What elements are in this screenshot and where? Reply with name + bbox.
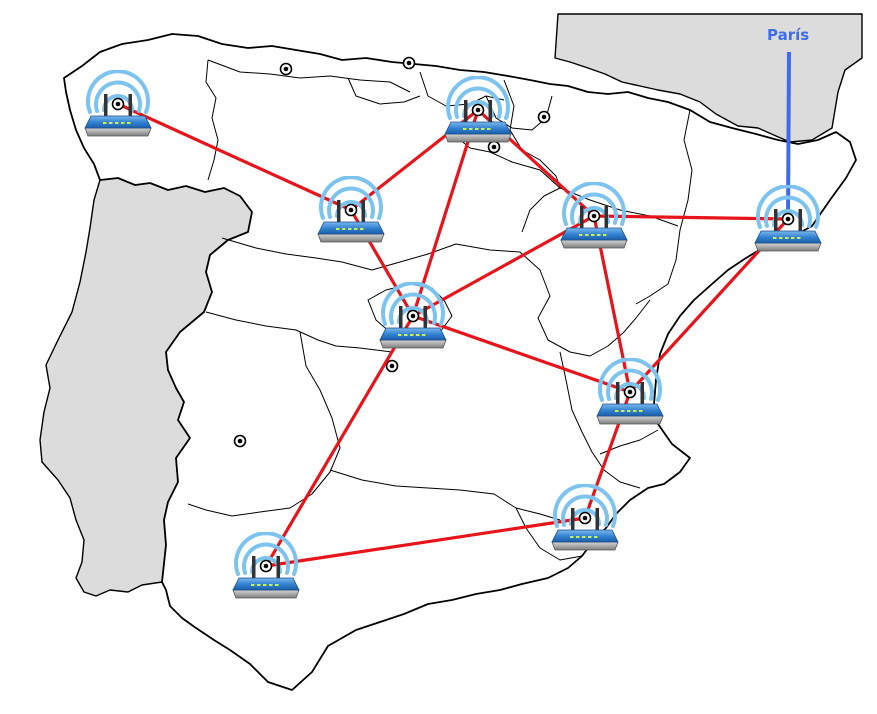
city-dot-icon: [537, 110, 551, 124]
link-aragon-cataluna: [592, 214, 790, 221]
link-murcia-andalucia: [264, 516, 587, 568]
router-node-aragon: [559, 182, 629, 250]
external-link-label: París: [767, 26, 809, 44]
city-markers: [233, 56, 551, 448]
link-galicia-castilla-leon: [116, 102, 353, 212]
city-dot-center: [627, 389, 633, 395]
router-node-pais-vasco: [443, 76, 513, 144]
city-dot-icon: [487, 140, 501, 154]
city-dot-center: [115, 101, 121, 107]
city-dot-center: [410, 313, 416, 319]
link-pais-vasco-madrid: [411, 108, 480, 318]
city-dot-icon: [385, 359, 399, 373]
city-dot-icon: [279, 62, 293, 76]
router-node-andalucia: [231, 532, 301, 600]
router-node-castilla-leon: [316, 176, 386, 244]
external-link-cataluna: [786, 51, 791, 220]
router-node-galicia: [83, 70, 153, 138]
city-dot-center: [475, 107, 481, 113]
link-madrid-andalucia: [264, 314, 415, 568]
city-dot-icon: [233, 434, 247, 448]
link-madrid-valencia: [411, 314, 632, 394]
router-node-madrid: [378, 282, 448, 350]
network-nodes: [83, 70, 823, 600]
city-dot-center: [591, 213, 597, 219]
router-node-cataluna: [753, 185, 823, 253]
city-dot-icon: [402, 56, 416, 70]
city-dot-center: [785, 216, 791, 222]
france-landmass: [554, 13, 863, 143]
city-dot-center: [582, 515, 588, 521]
router-node-murcia: [550, 484, 620, 552]
city-dot-center: [348, 207, 354, 213]
router-node-valencia: [595, 358, 665, 426]
city-dot-center: [263, 563, 269, 569]
link-aragon-madrid: [411, 214, 596, 318]
